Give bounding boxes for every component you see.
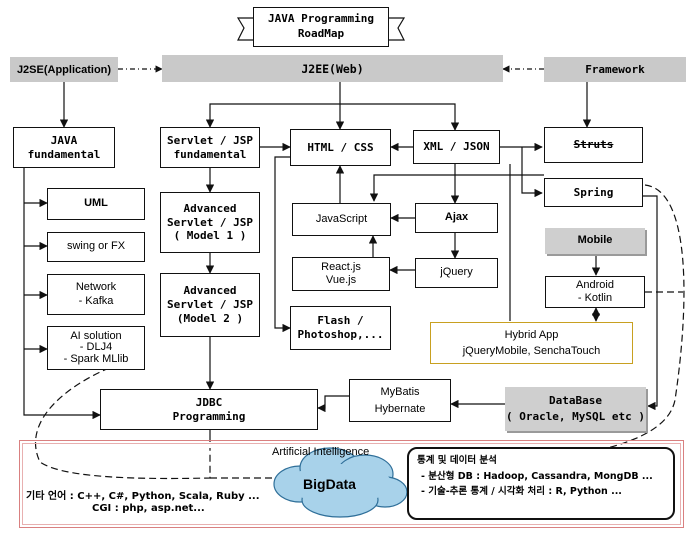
mybatis-line1: MyBatis [380,386,420,398]
category-j2ee: J2EE(Web) [162,55,503,82]
servlet-advanced2-line1: Advanced [183,284,237,298]
servlet-fundamental-line1: Servlet / JSP [166,133,254,147]
servlet-advanced1-box: Advanced Servlet / JSP ( Model 1 ) [160,192,260,253]
spring-label: Spring [573,185,614,199]
category-j2se: J2SE(Application) [10,57,118,82]
uml-box: UML [47,188,145,220]
arrow-html-flash [274,156,291,333]
servlet-fundamental-line2: fundamental [173,147,247,161]
bigdata-label: BigData [303,476,356,492]
jquery-box: jQuery [415,258,498,288]
jquery-label: jQuery [440,266,473,279]
arrow-struts-spring [521,147,543,198]
android-box: Android - Kotlin [545,276,645,308]
servlet-advanced2-line2: Servlet / JSP [166,298,254,312]
hybrid-line2: jQueryMobile, SenchaTouch [462,345,601,357]
flash-line2: Photoshop,... [297,328,384,341]
uml-label: UML [84,197,108,210]
spring-box: Spring [544,178,643,207]
java-fundamental-line2: fundamental [27,147,101,161]
javascript-label: JavaScript [315,212,368,225]
network-box: Network - Kafka [47,274,145,315]
hybrid-line1: Hybrid App [504,328,559,341]
servlet-advanced2-box: Advanced Servlet / JSP (Model 2 ) [160,273,260,337]
jdbc-box: JDBC Programming [100,389,318,430]
statistics-box: 통계 및 데이터 분석 - 분산형 DB : Hadoop, Cassandra… [407,447,675,520]
react-vue-box: React.js Vue.js [292,257,390,291]
vue-label: Vue.js [325,274,357,286]
react-label: React.js [321,261,361,274]
other-languages-text: 기타 언어 : C++, C#, Python, Scala, Ruby ... [26,491,260,502]
category-framework: Framework [544,57,686,82]
ai-solution-line1: AI solution [70,329,122,342]
servlet-advanced1-line1: Advanced [183,201,237,215]
arrow-j2ee-xml [340,103,460,131]
android-line2: - Kotlin [577,292,613,304]
mobile-label: Mobile [577,234,613,247]
stats-title: 통계 및 데이터 분석 [417,455,497,466]
arrow-java-jdbc [23,168,101,420]
jdbc-line1: JDBC [195,395,223,409]
arrow-spring-db [642,195,658,411]
artificial-intelligence-frame [19,440,684,528]
mybatis-line2: Hybernate [374,402,426,415]
ajax-label: Ajax [444,211,469,224]
arrow-mybatis-jdbc [317,395,349,413]
swing-label: swing or FX [66,240,126,253]
mobile-header: Mobile [545,228,645,254]
cgi-text: CGI : php, asp.net... [92,503,205,514]
network-line1: Network [75,280,117,293]
hybrid-app-box: Hybrid App jQueryMobile, SenchaTouch [430,322,633,364]
roadmap-title-banner: JAVA Programming RoadMap [253,7,389,47]
struts-label: Struts [573,138,614,152]
xml-json-box: XML / JSON [413,130,500,164]
network-line2: - Kafka [78,294,114,307]
ai-solution-box: AI solution - DLJ4 - Spark MLlib [47,326,145,370]
database-line2: ( Oracle, MySQL etc ) [505,410,646,423]
arrow-spring-js [369,174,544,202]
flash-box: Flash / Photoshop,... [290,306,391,350]
ai-title: Artificial Intelligence [272,446,370,458]
stats-db-line: - 분산형 DB : Hadoop, Cassandra, MongDB ... [421,470,653,482]
java-fundamental-line1: JAVA [50,133,78,147]
servlet-advanced2-line3: (Model 2 ) [176,311,244,325]
category-j2ee-label: J2EE(Web) [301,61,364,76]
swing-box: swing or FX [47,232,145,262]
java-fundamental-box: JAVA fundamental [13,127,115,168]
title-line-2: RoadMap [297,27,345,40]
database-line1: DataBase [549,393,602,407]
javascript-box: JavaScript [292,203,391,236]
jdbc-line2: Programming [172,409,246,423]
servlet-fundamental-box: Servlet / JSP fundamental [160,127,260,168]
dashed-ai-solution-bigdata [34,359,211,480]
ajax-box: Ajax [415,203,498,233]
xml-json-label: XML / JSON [423,140,490,154]
category-j2se-label: J2SE(Application) [16,63,112,76]
banner-left-ribbon [236,17,253,41]
mybatis-box: MyBatis Hybernate [349,379,451,422]
arrow-j2ee-servlet [205,82,341,128]
banner-right-ribbon [389,17,406,41]
bigdata-cloud [273,447,408,518]
flash-line1: Flash / [317,314,364,328]
android-line1: Android [576,279,614,292]
ai-solution-line2: - DLJ4 [79,341,113,354]
servlet-advanced1-line2: Servlet / JSP [166,215,254,229]
database-box: DataBase ( Oracle, MySQL etc ) [505,387,646,431]
struts-box: Struts [544,127,643,163]
servlet-advanced1-line3: ( Model 1 ) [173,229,247,243]
html-css-box: HTML / CSS [290,129,391,166]
ai-solution-line3: - Spark MLlib [63,352,129,365]
html-css-label: HTML / CSS [307,140,374,154]
category-framework-label: Framework [585,63,645,76]
title-line-1: JAVA Programming [268,12,374,26]
stats-analysis-line: - 기술-추론 통계 / 시각화 처리 : R, Python ... [421,486,622,498]
